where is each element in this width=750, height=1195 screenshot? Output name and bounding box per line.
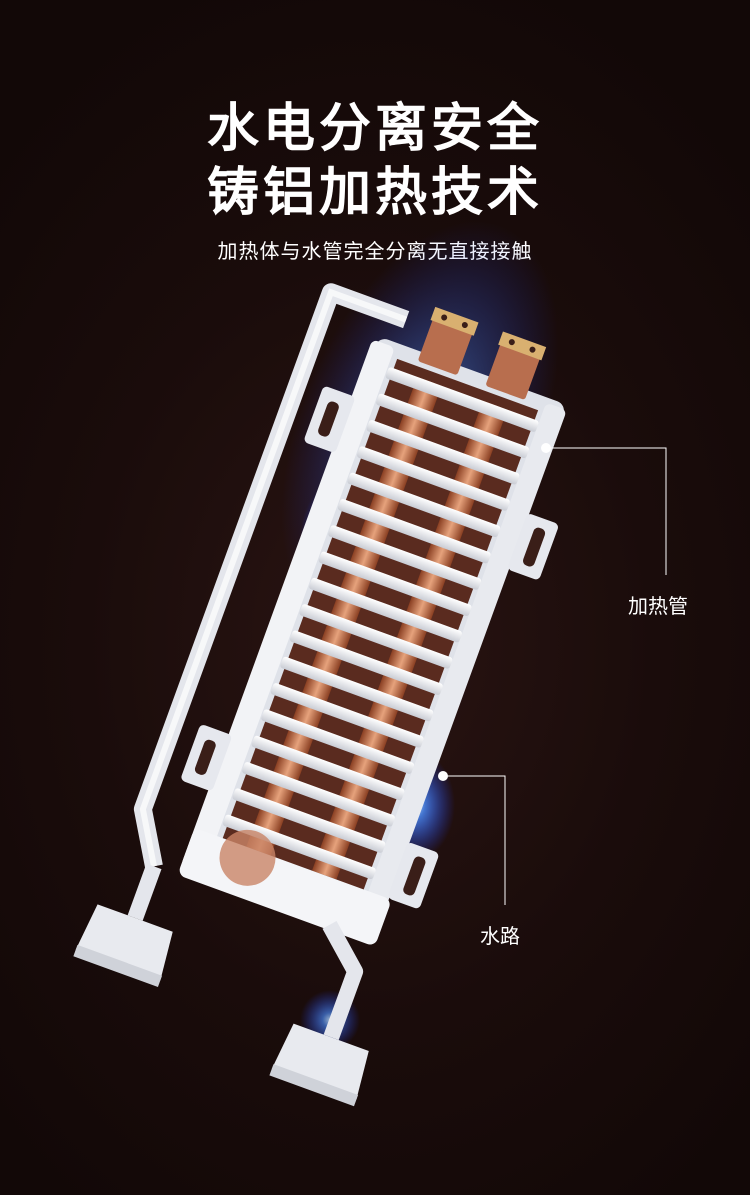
mounting-tabs — [181, 386, 558, 909]
headline-line-1: 水电分离安全 — [206, 99, 543, 159]
cooling-fins — [222, 367, 539, 880]
pipe-connectors — [73, 904, 369, 1107]
callout-lines — [438, 443, 667, 905]
electrical-terminals — [418, 306, 547, 400]
side-rail-right — [356, 404, 566, 935]
heater-body — [73, 283, 566, 1107]
callout-heating-tube: 加热管 — [628, 594, 688, 618]
headline-line-2: 铸铝加热技术 — [206, 163, 543, 223]
callout-water-path: 水路 — [480, 924, 520, 948]
side-rail-left — [182, 340, 394, 873]
